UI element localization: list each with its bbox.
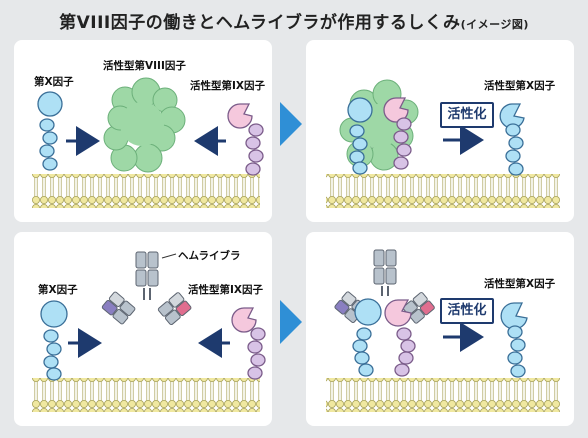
factor-ix-bound	[383, 97, 412, 170]
cell-membrane	[326, 378, 560, 412]
active-factor-x	[499, 103, 525, 176]
title-main: 第VIII因子の働きとヘムライブラが作用するしくみ	[59, 13, 461, 33]
label-active-factor-viii: 活性型第VIII因子	[103, 60, 186, 72]
activation-badge: 活性化	[440, 102, 494, 128]
factor-x-bound	[347, 97, 373, 175]
activation-badge: 活性化	[440, 298, 494, 324]
big-arrow	[280, 102, 302, 146]
label-active-factor-ix: 活性型第IX因子	[190, 80, 266, 92]
factor-x-bound	[352, 298, 382, 377]
factor-viii	[103, 77, 186, 173]
cell-membrane	[32, 378, 260, 412]
hemlibra-label-leader	[161, 253, 177, 259]
hemlibra-antibody	[101, 251, 192, 326]
factor-ix-bound	[384, 299, 416, 377]
cell-membrane	[32, 174, 260, 208]
title-sub: (イメージ図)	[460, 18, 529, 31]
active-factor-x	[500, 302, 528, 378]
cell-membrane	[326, 174, 560, 208]
factor-ix	[227, 103, 264, 176]
label-factor-x: 第X因子	[38, 284, 78, 296]
diagram-title: 第VIII因子の働きとヘムライブラが作用するしくみ(イメージ図)	[0, 8, 588, 33]
big-arrow	[280, 300, 302, 344]
factor-x	[40, 300, 68, 381]
factor-ix	[231, 307, 266, 380]
label-hemlibra: ヘムライブラ	[178, 250, 241, 262]
factor-x	[37, 91, 63, 171]
label-active-factor-x: 活性型第X因子	[484, 278, 556, 290]
label-active-factor-x: 活性型第X因子	[484, 80, 556, 92]
label-active-factor-ix: 活性型第IX因子	[188, 284, 264, 296]
label-factor-x: 第X因子	[34, 76, 74, 88]
